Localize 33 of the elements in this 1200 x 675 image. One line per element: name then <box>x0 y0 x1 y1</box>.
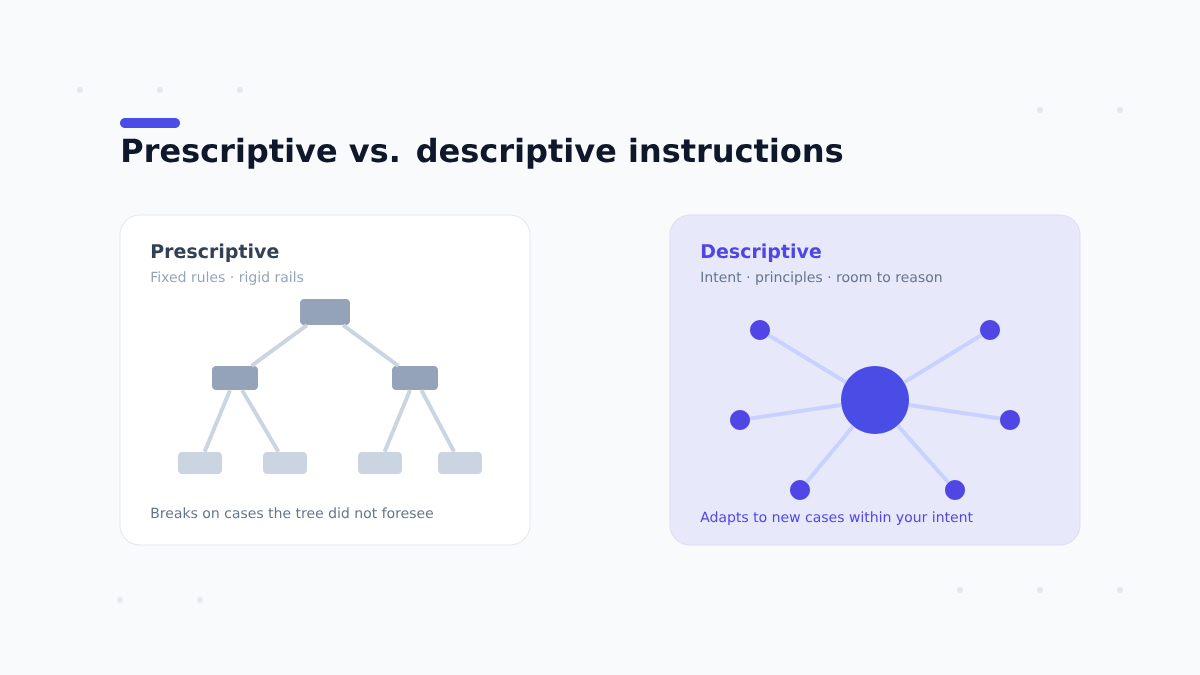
card-heading: Prescriptive <box>151 243 279 262</box>
connector-line <box>202 389 232 453</box>
card-caption: Breaks on cases the tree did not foresee <box>151 507 433 519</box>
tree-box <box>358 452 402 474</box>
connector-line <box>805 425 855 484</box>
connector-line <box>767 333 847 384</box>
tree-box <box>300 299 350 325</box>
card-subtitle: Intent · principles · room to reason <box>701 271 942 285</box>
card-caption: Adapts to new cases within your intent <box>700 511 973 525</box>
tree-box <box>212 366 258 390</box>
tree-box <box>178 452 222 474</box>
connector-line <box>240 389 281 453</box>
connector-line <box>341 323 400 368</box>
card-subtitle: Fixed rules · rigid rails <box>151 271 304 285</box>
tree-box <box>392 366 438 390</box>
title: Prescriptive vs. descriptive instructions <box>123 137 843 169</box>
connector-line <box>896 424 950 484</box>
hub-circle <box>841 366 909 434</box>
dot <box>1000 410 1020 430</box>
connector-line <box>749 403 842 421</box>
dot <box>945 480 965 500</box>
dot <box>790 480 810 500</box>
connector-line <box>250 323 309 368</box>
dot <box>730 410 750 430</box>
connector-line <box>382 389 412 453</box>
connector-line <box>419 389 456 453</box>
dot <box>980 320 1000 340</box>
tree-box <box>438 452 482 474</box>
tree-box <box>263 452 307 474</box>
connector-line <box>903 333 983 384</box>
connector-line <box>908 403 1001 421</box>
card-heading: Descriptive <box>701 243 821 262</box>
dot <box>750 320 770 340</box>
